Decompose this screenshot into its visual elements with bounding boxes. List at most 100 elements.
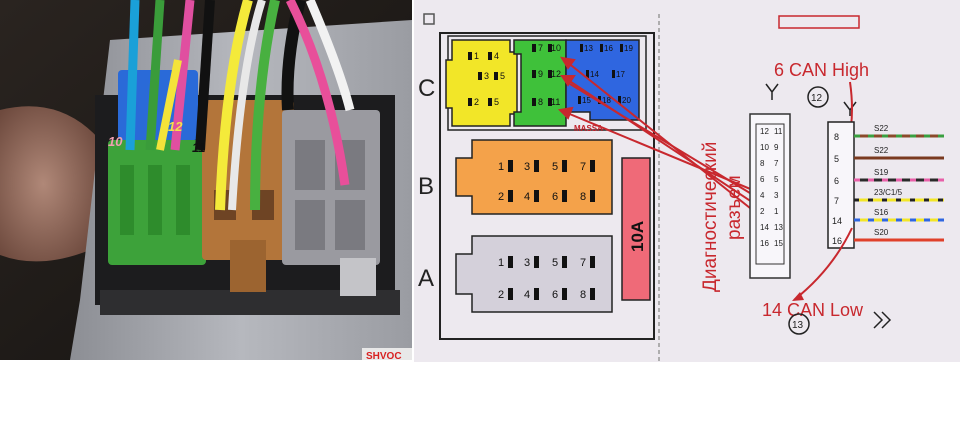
pin: 19 [624,44,633,53]
pin: 15 [774,239,783,248]
pin: 2 [474,97,479,107]
pin: 9 [774,143,779,152]
pin: 7 [774,159,779,168]
pin: 5 [834,154,839,164]
wire-label: S20 [874,228,889,237]
row-letter-b: B [418,173,434,200]
pin: 16 [760,239,769,248]
pin: 4 [760,191,765,200]
pin: 3 [484,71,489,81]
pin: 4 [494,51,499,61]
diag-subtitle: разъем [724,175,745,240]
pin: 2 [760,207,765,216]
pin: 6 [552,191,558,203]
pin: 3 [524,257,530,269]
row-letter-a: A [418,265,434,292]
pin: 6 [552,289,558,301]
pin: 4 [524,191,530,203]
pin: 3 [774,191,779,200]
pin: 8 [580,191,586,203]
massa-label: MASSA [574,124,603,133]
brown-connector [202,100,294,260]
can-low-label: 14 CAN Low [762,300,864,320]
pin: 6 [760,175,765,184]
pin-label-12: 12 [168,119,183,134]
pin: 2 [498,289,504,301]
pin: 10 [551,43,561,53]
pin: 5 [552,161,558,173]
pin: 13 [584,44,593,53]
pin: 20 [622,96,631,105]
harness-wires [854,134,944,242]
pin: 12 [760,127,769,136]
pin-label-10: 10 [108,134,123,149]
wire-labels: S22 S22 S19 23/C1/5 S16 S20 [874,124,903,237]
obd-pins-right: 11 9 7 5 3 1 13 15 [774,127,783,248]
wiring-diagram: C B A 1 4 3 5 2 5 7 10 9 12 8 11 13 16 1… [414,0,960,362]
diag-title: Диагностический [700,142,721,292]
pin: 8 [538,97,543,107]
pin: 17 [616,70,625,79]
pin: 14 [760,223,769,232]
blue-pins: 13 16 19 14 17 15 18 20 [578,44,633,105]
pin: 15 [582,96,591,105]
pin: 1 [498,161,504,173]
pin: 12 [551,69,561,79]
circle-label-bottom: 13 [792,320,804,331]
wire-label: S22 [874,146,889,155]
pin: 7 [580,161,586,173]
circle-label-top: 12 [811,93,823,104]
pin: 1 [474,51,479,61]
pin: 5 [774,175,779,184]
fuse-10a [621,157,651,301]
pin: 7 [580,257,586,269]
pin-label-11: 11 [192,140,206,155]
block-b-pins: 1 3 5 7 2 4 6 8 [498,160,595,203]
pin: 1 [498,257,504,269]
pin: 14 [590,70,599,79]
obd-pins-left: 12 10 8 6 4 2 14 16 [760,127,769,248]
connection-arrows [557,56,773,217]
wire-label: S16 [874,208,889,217]
can-high-label: 6 CAN High [774,60,869,80]
green-pins: 7 10 9 12 8 11 [532,43,561,107]
fuse-label: 10A [628,221,647,252]
harness-block [827,121,855,249]
sticker-text: SHVOC [366,351,402,360]
yellow-pins: 1 4 3 5 2 5 [468,51,505,107]
block-c-yellow [445,39,518,127]
pin: 5 [500,71,505,81]
pin: 11 [551,97,560,107]
pin: 6 [834,176,839,186]
pin: 8 [760,159,765,168]
pin: 18 [602,96,611,105]
connector-photo: 10 12 11 SHVOC [0,0,412,360]
pin: 7 [834,196,839,206]
block-b [455,139,613,215]
harness-pins: 8 5 6 7 14 16 [832,132,842,246]
pin: 8 [580,289,586,301]
pin: 2 [498,191,504,203]
pin: 7 [538,43,543,53]
pin: 13 [774,223,783,232]
pin: 8 [834,132,839,142]
connector-frame [439,32,655,340]
pin: 5 [552,257,558,269]
pin: 16 [604,44,613,53]
row-letter-c: C [418,75,435,102]
wire-label: S19 [874,168,889,177]
pin: 11 [774,127,783,136]
wire-label: 23/C1/5 [874,188,903,197]
block-a-pins: 1 3 5 7 2 4 6 8 [498,256,595,301]
pin: 4 [524,289,530,301]
wire-label: S22 [874,124,889,133]
pin: 9 [538,69,543,79]
obd-connector [749,113,791,279]
pin: 10 [760,143,769,152]
pin: 5 [494,97,499,107]
pin: 3 [524,161,530,173]
pin: 14 [832,216,842,226]
pin: 1 [774,207,779,216]
block-a [455,235,613,313]
pin: 16 [832,236,842,246]
